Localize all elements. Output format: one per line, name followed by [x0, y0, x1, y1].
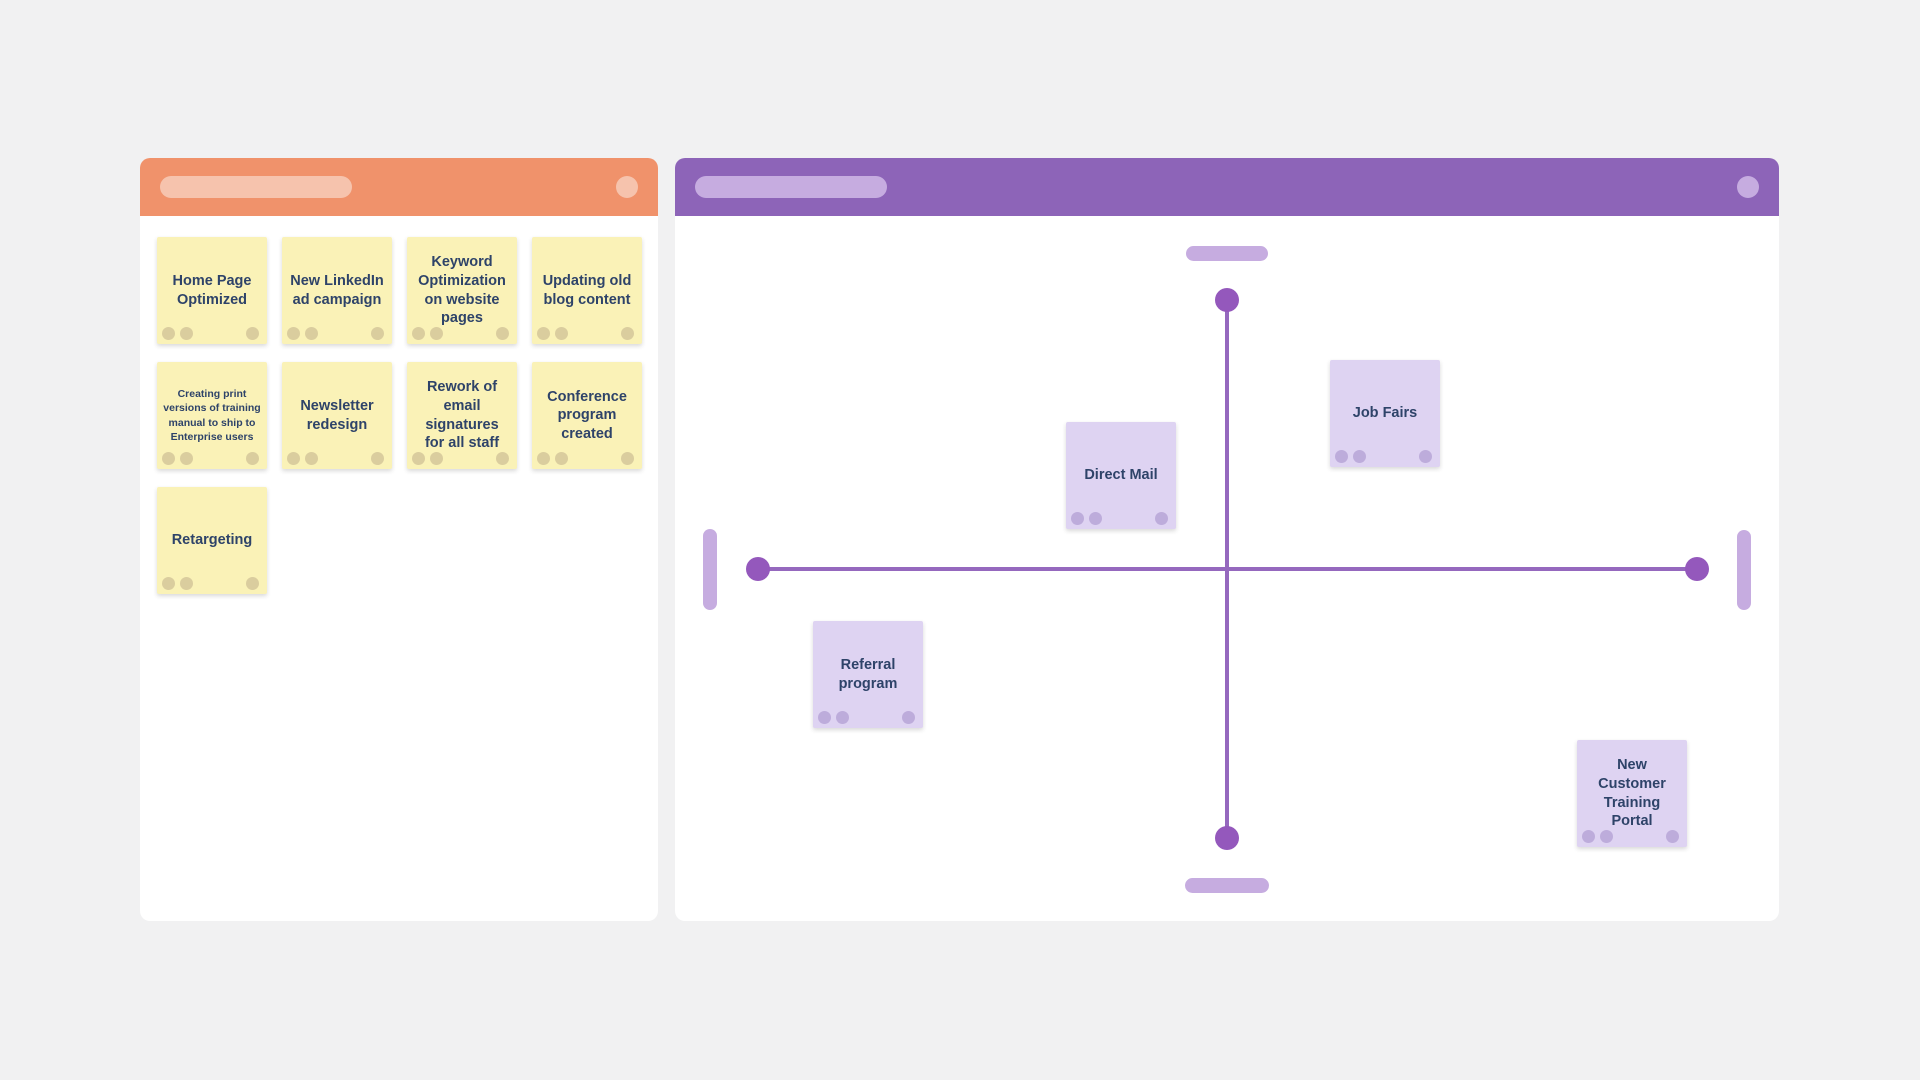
frame-menu-button[interactable] [616, 176, 638, 198]
note-dot [412, 327, 425, 340]
note-dot [246, 452, 259, 465]
note-dot [430, 327, 443, 340]
note-footer [162, 327, 259, 340]
note-dot [902, 711, 915, 724]
note-dot [1353, 450, 1366, 463]
yellow-notes-frame[interactable]: Home Page Optimized New LinkedIn ad camp… [140, 158, 658, 921]
note-dot [621, 452, 634, 465]
sticky-note[interactable]: Home Page Optimized [157, 237, 267, 344]
axis-endpoint-bottom[interactable] [1215, 826, 1239, 850]
note-dot [1666, 830, 1679, 843]
note-dot [371, 452, 384, 465]
note-dot [180, 327, 193, 340]
note-dot [305, 452, 318, 465]
note-dot [537, 327, 550, 340]
frame-menu-button[interactable] [1737, 176, 1759, 198]
note-dot [1071, 512, 1084, 525]
sticky-note-text: Creating print versions of training manu… [163, 388, 261, 443]
note-dot [496, 452, 509, 465]
note-dot [1335, 450, 1348, 463]
note-dot [1419, 450, 1432, 463]
note-dot [246, 327, 259, 340]
sticky-note-text: Newsletter redesign [300, 397, 374, 433]
note-footer [287, 452, 384, 465]
note-dot [555, 327, 568, 340]
note-dot [836, 711, 849, 724]
note-dot [180, 577, 193, 590]
axis-endpoint-top[interactable] [1215, 288, 1239, 312]
sticky-note[interactable]: Creating print versions of training manu… [157, 362, 267, 469]
axis-label-placeholder-left[interactable] [703, 529, 717, 610]
note-dot [305, 327, 318, 340]
sticky-note-text: Job Fairs [1352, 405, 1418, 422]
note-dot [162, 327, 175, 340]
note-dot [1582, 830, 1595, 843]
note-footer [1582, 830, 1679, 843]
sticky-note[interactable]: Updating old blog content [532, 237, 642, 344]
sticky-note-text: Direct Mail [1084, 467, 1158, 484]
sticky-note-text: Conference program created [547, 388, 627, 442]
yellow-frame-header [140, 158, 658, 216]
note-footer [1071, 512, 1168, 525]
note-dot [1600, 830, 1613, 843]
sticky-note[interactable]: Job Fairs [1330, 360, 1440, 467]
note-dot [496, 327, 509, 340]
axis-label-placeholder-top[interactable] [1186, 246, 1268, 261]
sticky-note[interactable]: Keyword Optimization on website pages [407, 237, 517, 344]
sticky-note-text: Rework of email signatures for all staff [424, 379, 500, 452]
note-footer [412, 327, 509, 340]
frame-title-placeholder[interactable] [695, 176, 887, 198]
note-dot [555, 452, 568, 465]
sticky-note[interactable]: New Customer Training Portal [1577, 740, 1687, 847]
sticky-note[interactable]: Newsletter redesign [282, 362, 392, 469]
sticky-note-text: Keyword Optimization on website pages [418, 254, 506, 327]
sticky-note[interactable]: Retargeting [157, 487, 267, 594]
sticky-note[interactable]: New LinkedIn ad campaign [282, 237, 392, 344]
sticky-note[interactable]: Rework of email signatures for all staff [407, 362, 517, 469]
note-footer [162, 452, 259, 465]
sticky-note[interactable]: Direct Mail [1066, 422, 1176, 529]
matrix-area: Direct Mail Job Fairs Referral program [675, 158, 1779, 921]
sticky-note-text: Referral program [838, 656, 898, 692]
sticky-note[interactable]: Referral program [813, 621, 923, 728]
note-dot [246, 577, 259, 590]
note-dot [287, 452, 300, 465]
sticky-note-text: Home Page Optimized [172, 272, 252, 308]
sticky-note-text: New Customer Training Portal [1598, 757, 1666, 830]
note-dot [621, 327, 634, 340]
note-dot [430, 452, 443, 465]
matrix-frame-header [675, 158, 1779, 216]
axis-label-placeholder-right[interactable] [1737, 530, 1751, 610]
note-dot [162, 577, 175, 590]
note-dot [180, 452, 193, 465]
axis-label-placeholder-bottom[interactable] [1185, 878, 1269, 893]
note-dot [162, 452, 175, 465]
sticky-note-text: New LinkedIn ad campaign [290, 272, 384, 308]
sticky-note-text: Retargeting [171, 532, 253, 549]
frame-title-placeholder[interactable] [160, 176, 352, 198]
note-footer [537, 452, 634, 465]
note-footer [1335, 450, 1432, 463]
axis-endpoint-left[interactable] [746, 557, 770, 581]
note-dot [1155, 512, 1168, 525]
sticky-note[interactable]: Conference program created [532, 362, 642, 469]
note-footer [818, 711, 915, 724]
note-footer [412, 452, 509, 465]
horizontal-axis-line[interactable] [758, 567, 1697, 571]
note-dot [818, 711, 831, 724]
axis-endpoint-right[interactable] [1685, 557, 1709, 581]
note-footer [537, 327, 634, 340]
note-footer [287, 327, 384, 340]
notes-grid: Home Page Optimized New LinkedIn ad camp… [157, 237, 642, 594]
note-dot [287, 327, 300, 340]
note-dot [1089, 512, 1102, 525]
note-dot [371, 327, 384, 340]
note-dot [412, 452, 425, 465]
note-dot [537, 452, 550, 465]
matrix-frame[interactable]: Direct Mail Job Fairs Referral program [675, 158, 1779, 921]
note-footer [162, 577, 259, 590]
sticky-note-text: Updating old blog content [542, 272, 632, 308]
